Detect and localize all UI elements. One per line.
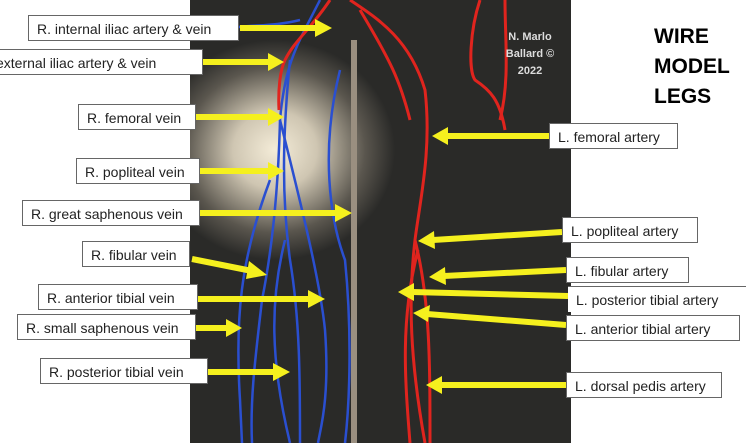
label-r-anterior-tibial-vein: R. anterior tibial vein xyxy=(38,284,198,310)
label-l-femoral-artery: L. femoral artery xyxy=(549,123,678,149)
label-r-popliteal-vein: R. popliteal vein xyxy=(76,158,200,184)
wire-veins xyxy=(199,0,351,443)
support-rod xyxy=(351,40,357,443)
label-l-anterior-tibial-artery: L. anterior tibial artery xyxy=(566,315,740,341)
credit-line: 2022 xyxy=(517,65,543,77)
label-l-fibular-artery: L. fibular artery xyxy=(566,257,689,283)
credit-line: Ballard © xyxy=(505,48,555,60)
label-r-great-saphenous-vein: R. great saphenous vein xyxy=(22,200,200,226)
label-r-fibular-vein: R. fibular vein xyxy=(82,241,190,267)
copyright-watermark: N. Marlo Ballard © 2022 xyxy=(480,29,580,80)
title-line: MODEL xyxy=(654,55,730,78)
label-l-popliteal-artery: L. popliteal artery xyxy=(562,217,698,243)
label-r-external-iliac: external iliac artery & vein xyxy=(0,49,203,75)
label-r-small-saphenous-vein: R. small saphenous vein xyxy=(17,314,196,340)
label-arrows xyxy=(191,19,569,394)
label-r-internal-iliac: R. internal iliac artery & vein xyxy=(28,15,239,41)
label-l-posterior-tibial-artery: L. posterior tibial artery xyxy=(568,286,746,312)
credit-line: N. Marlo xyxy=(508,31,552,43)
label-l-dorsal-pedis-artery: L. dorsal pedis artery xyxy=(566,372,722,398)
label-r-posterior-tibial-vein: R. posterior tibial vein xyxy=(40,358,208,384)
label-r-femoral-vein: R. femoral vein xyxy=(78,104,196,130)
page-title: WIRE MODEL LEGS xyxy=(654,22,730,112)
title-line: LEGS xyxy=(654,85,712,108)
wire-arteries xyxy=(277,0,508,443)
title-line: WIRE xyxy=(654,25,709,48)
